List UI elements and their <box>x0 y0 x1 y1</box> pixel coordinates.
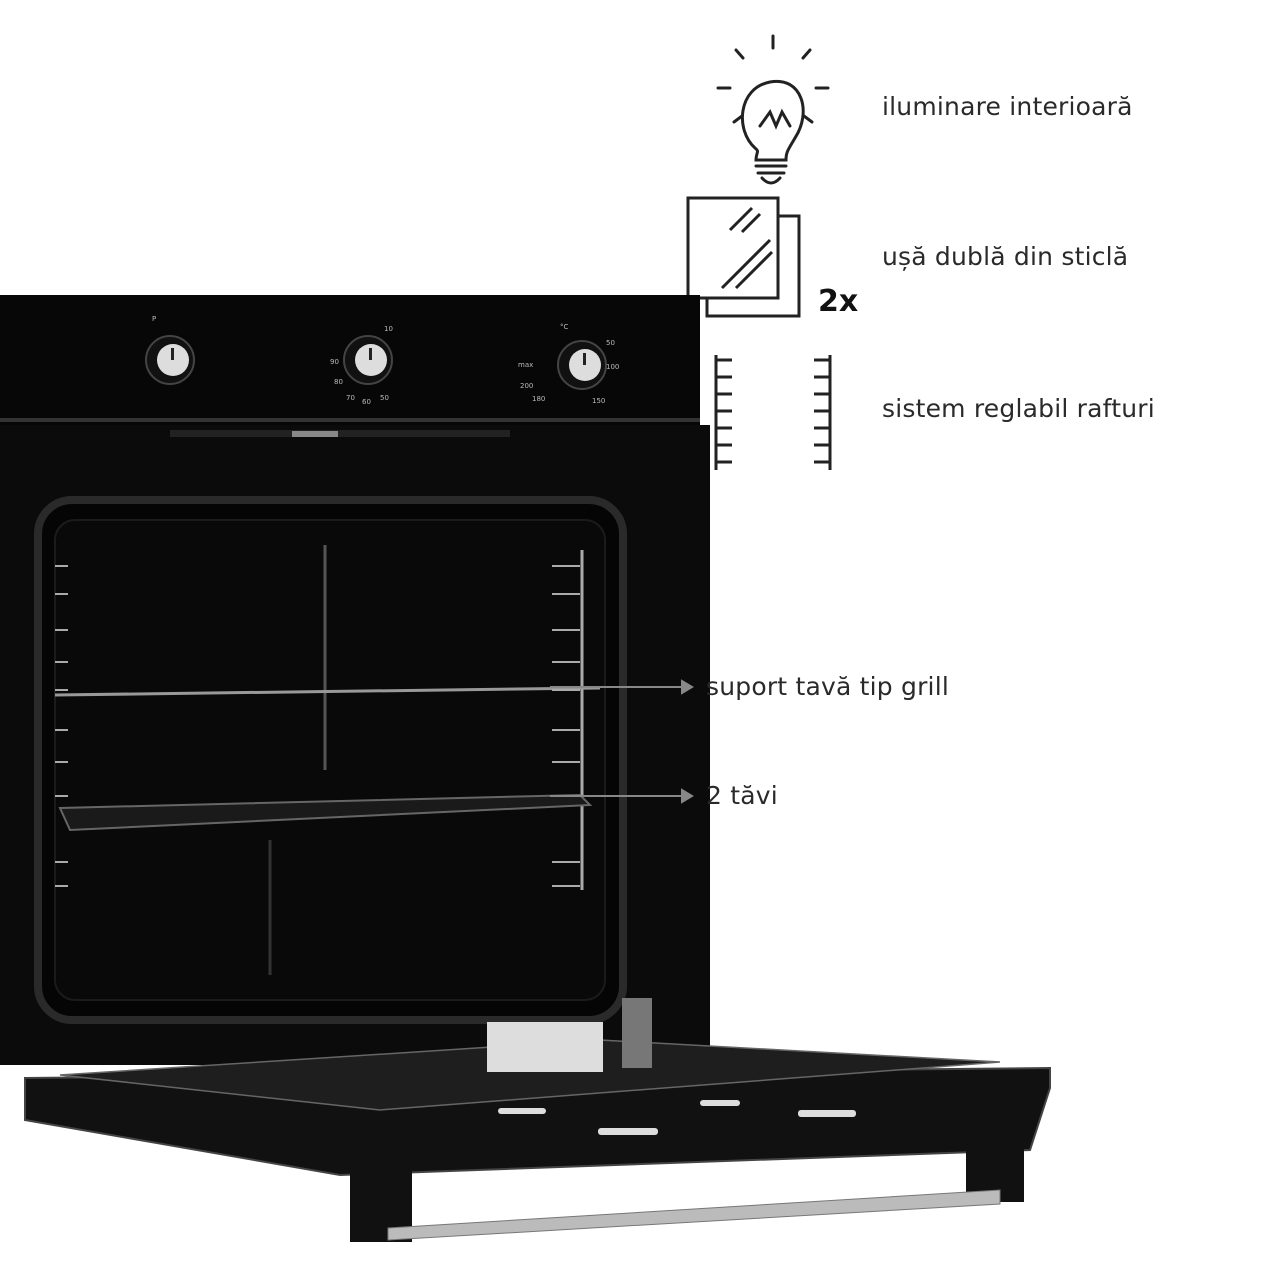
timer-knob[interactable] <box>343 335 393 385</box>
feature-trays: 2 tăvi <box>706 781 778 810</box>
temp-unit: °C <box>560 323 569 331</box>
glass-count: 2x <box>818 284 859 319</box>
timer-tick: 90 <box>330 358 339 366</box>
mode-knob[interactable] <box>145 335 195 385</box>
mode-label: P <box>152 315 156 323</box>
temp-tick: max <box>518 361 533 369</box>
timer-tick: 50 <box>380 394 389 402</box>
timer-tick: 10 <box>384 325 393 333</box>
baking-tray <box>58 793 593 832</box>
temperature-knob[interactable] <box>557 340 607 390</box>
temp-tick: 200 <box>520 382 533 390</box>
timer-ticks: 10 90 80 70 60 50 <box>330 325 393 406</box>
feature-lighting: iluminare interioară <box>882 92 1133 121</box>
temp-ticks: 50 100 150 180 200 max <box>518 339 619 405</box>
feature-racks: sistem reglabil rafturi <box>882 394 1155 423</box>
feature-double-door: ușă dublă din sticlă <box>882 242 1129 271</box>
rack-rails-icon <box>714 355 832 470</box>
lightbulb-icon <box>716 34 830 185</box>
temp-tick: 150 <box>592 397 605 405</box>
door-handle[interactable] <box>387 1189 1001 1241</box>
timer-tick: 80 <box>334 378 343 386</box>
grill-rack <box>54 686 601 697</box>
temp-tick: 50 <box>606 339 615 347</box>
temp-tick: 180 <box>532 395 545 403</box>
feature-grill-rack: suport tavă tip grill <box>706 672 949 701</box>
timer-tick: 70 <box>346 394 355 402</box>
oven-body <box>0 295 1051 1242</box>
double-glass-icon <box>686 196 801 318</box>
temp-tick: 100 <box>606 363 619 371</box>
timer-tick: 60 <box>362 398 371 406</box>
